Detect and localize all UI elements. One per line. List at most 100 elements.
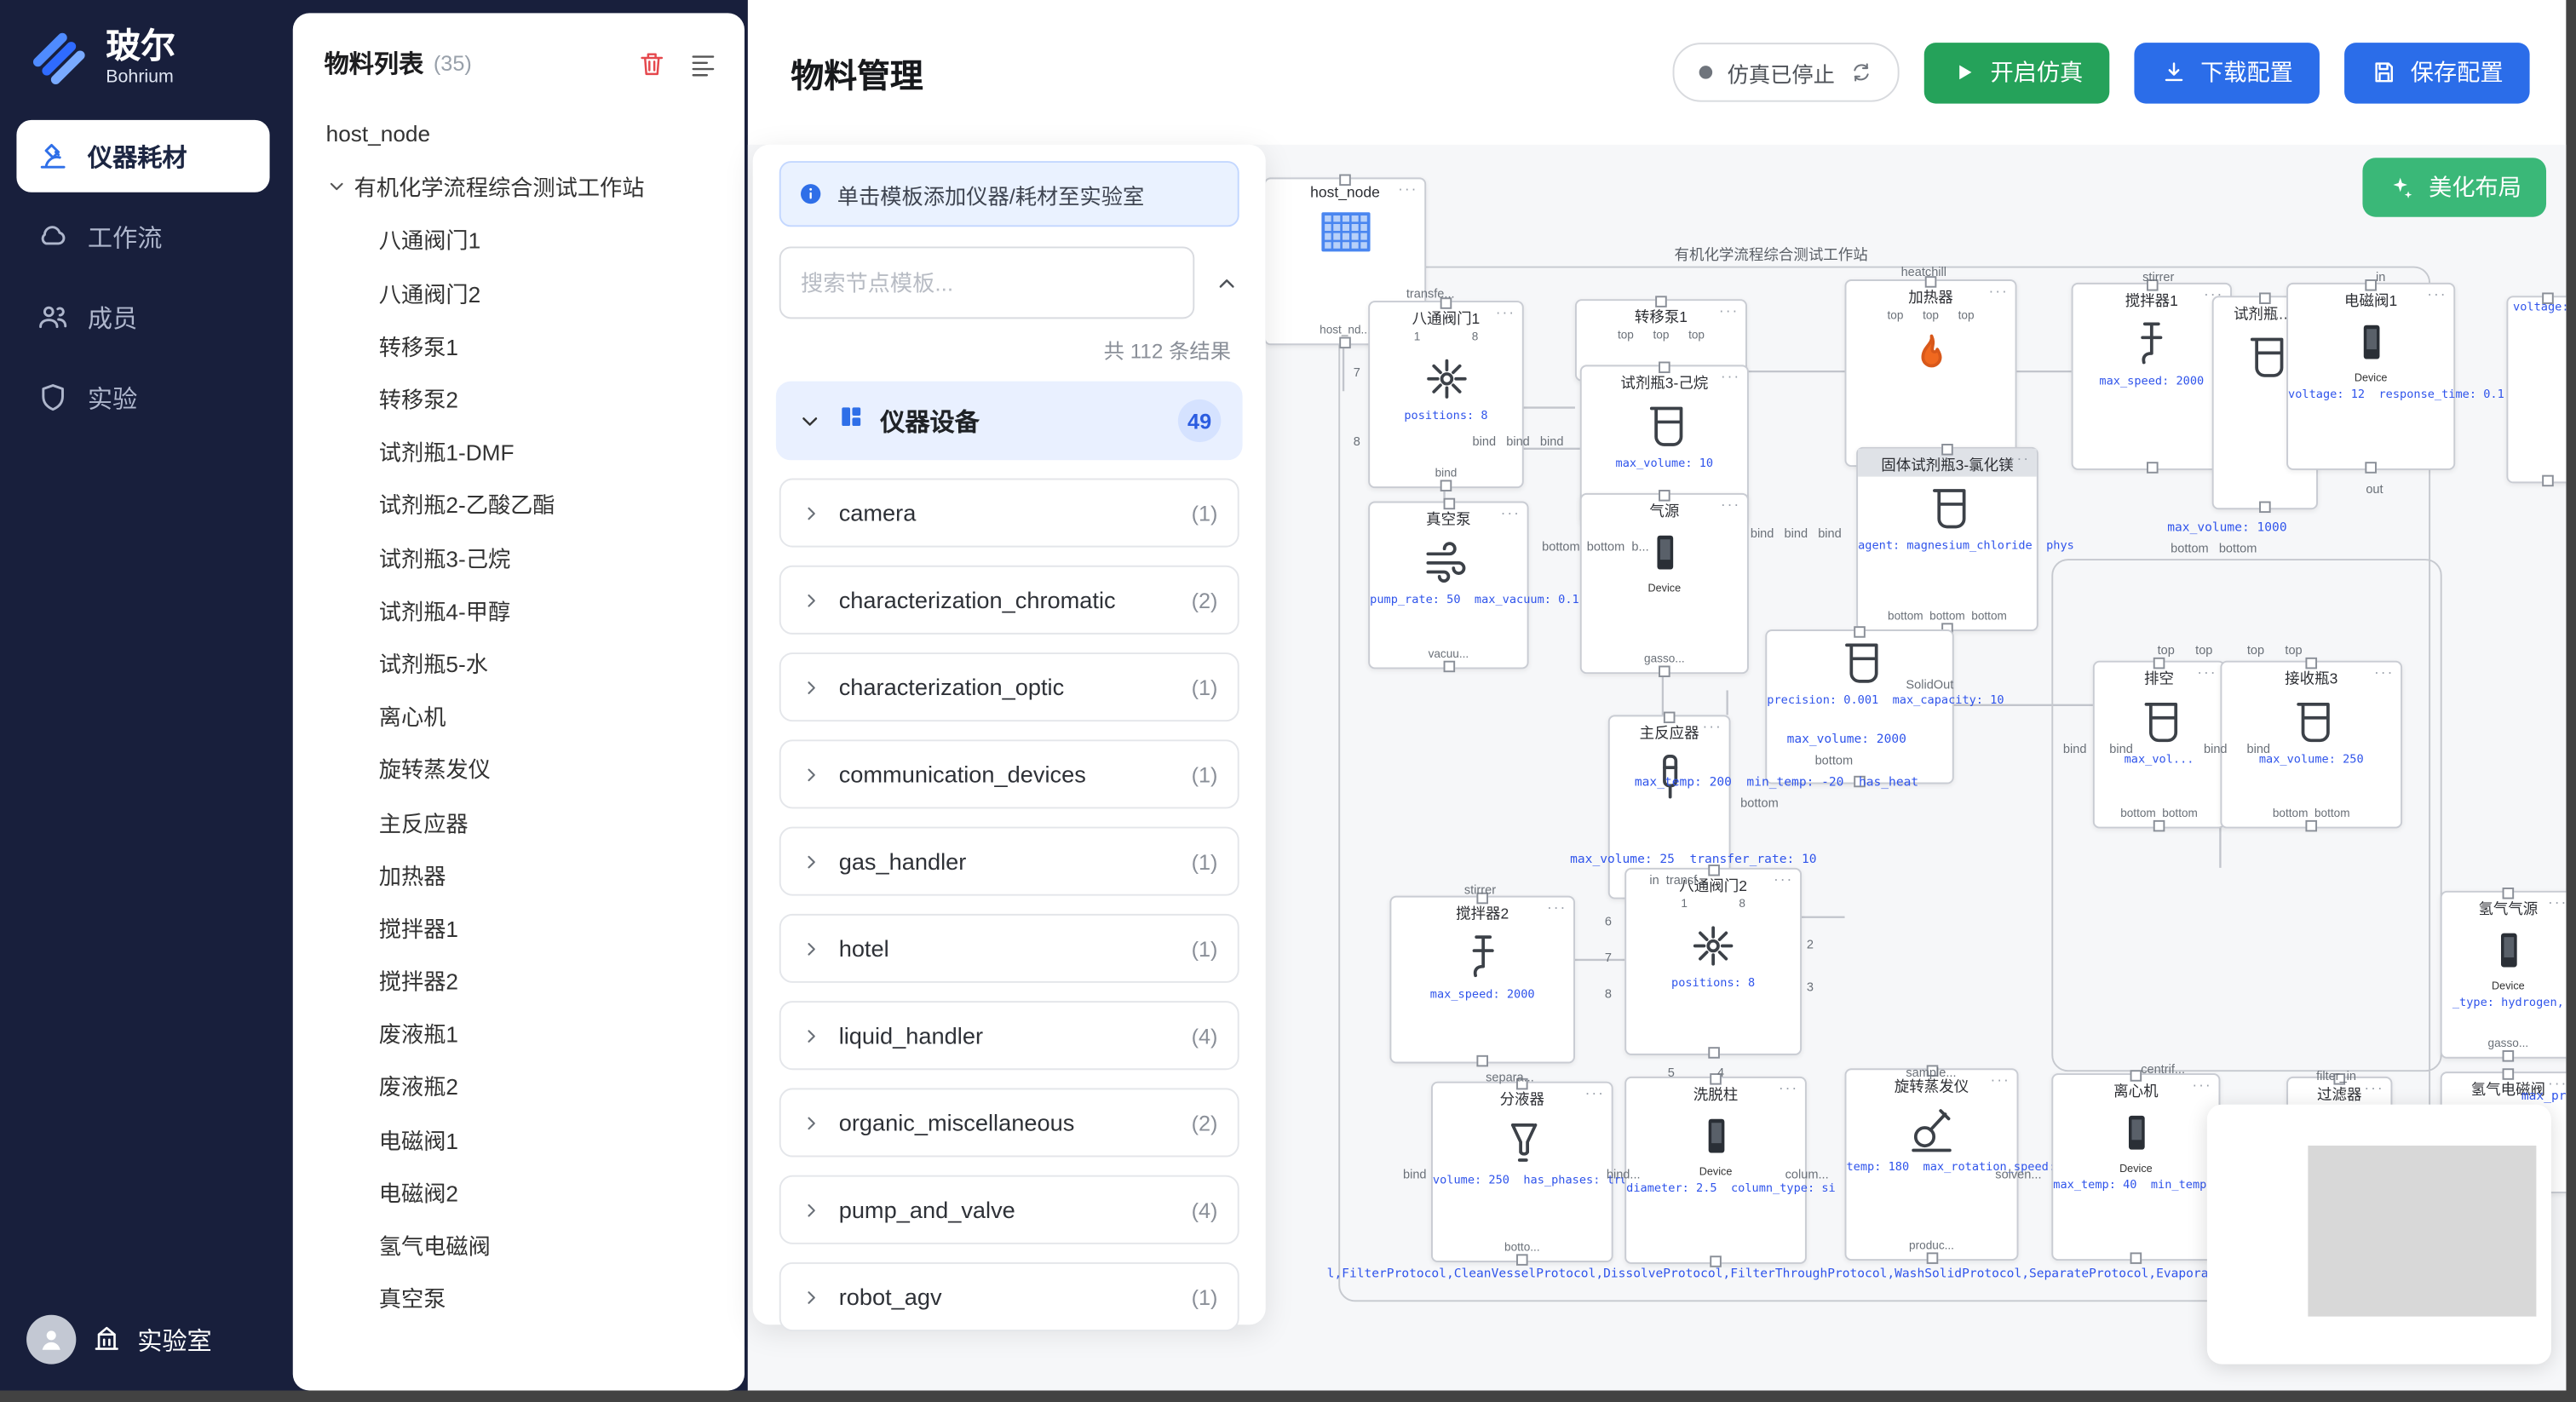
min</div>imap-viewport[interactable] — [2308, 1145, 2537, 1317]
start-simulation-button[interactable]: 开启仿真 — [1923, 42, 2110, 103]
canvas-node-edge-node[interactable]: voltage: 1 — [2506, 296, 2567, 484]
template-group-liquid_handler[interactable]: liquid_handler(4) — [779, 1001, 1239, 1071]
beautify-layout-button[interactable]: 美化布局 — [2362, 158, 2547, 217]
save-config-button[interactable]: 保存配置 — [2344, 42, 2530, 103]
more-icon[interactable]: ··· — [1495, 303, 1516, 321]
more-icon[interactable]: ··· — [1546, 899, 1567, 916]
tree-item[interactable]: 主反应器 — [293, 795, 745, 848]
canvas-node-rotavap[interactable]: 旋转蒸发仪···temp: 180 max_rotation_speed:pro… — [1844, 1068, 2056, 1261]
tree-item[interactable]: 八通阀门2 — [293, 266, 745, 319]
more-icon[interactable]: ··· — [1720, 496, 1741, 514]
sidebar-item-workflow[interactable]: 工作流 — [16, 200, 269, 273]
more-icon[interactable]: ··· — [2364, 1079, 2384, 1097]
template-group-count: (2) — [1191, 1110, 1218, 1135]
tree-item-host-node[interactable]: host_node — [293, 106, 745, 159]
template-group-pump_and_valve[interactable]: pump_and_valve(4) — [779, 1175, 1239, 1244]
canvas-node-dispenser[interactable]: precision: 0.001 max_capacity: 10 — [1765, 629, 2004, 784]
workstation-group-frame — [1338, 266, 2431, 1302]
canvas-node-vent-bottle[interactable]: 排空···max_vol...bottom bottom — [2092, 660, 2226, 829]
tree-item[interactable]: 搅拌器2 — [293, 953, 745, 1006]
tree-item[interactable]: 氢气电磁阀 — [293, 1218, 745, 1271]
tree-item[interactable]: 转移泵1 — [293, 319, 745, 371]
tree-item-label: 试剂瓶2-乙酸乙酯 — [378, 493, 555, 519]
more-icon[interactable]: ··· — [2192, 1076, 2212, 1094]
template-group-characterization_chromatic[interactable]: characterization_chromatic(2) — [779, 565, 1239, 635]
more-icon[interactable]: ··· — [1990, 1072, 2010, 1089]
canvas-node-solid-bottle-3[interactable]: 固体试剂瓶3-氯化镁···agent: magnesium_chloride p… — [1856, 446, 2074, 631]
port-label: bind... — [1606, 1167, 1641, 1182]
more-icon[interactable]: ··· — [1584, 1084, 1605, 1101]
tree-item[interactable]: 废液瓶1 — [293, 1006, 745, 1059]
template-group-organic_miscellaneous[interactable]: organic_miscellaneous(2) — [779, 1088, 1239, 1158]
more-icon[interactable]: ··· — [1720, 368, 1741, 385]
sidebar-item-experiments[interactable]: 实验 — [16, 362, 269, 434]
sidebar-item-instruments[interactable]: 仪器耗材 — [16, 119, 270, 192]
tree-item[interactable]: 转移泵2 — [293, 371, 745, 424]
delete-icon[interactable] — [637, 49, 667, 78]
category-instruments[interactable]: 仪器设备 49 — [775, 381, 1243, 461]
outline-list-icon[interactable] — [688, 49, 718, 78]
tree-item[interactable]: 试剂瓶1-DMF — [293, 424, 745, 477]
more-icon[interactable]: ··· — [2547, 1074, 2567, 1092]
h2-gas-source-icon — [2442, 925, 2567, 980]
chevron-down-icon[interactable] — [326, 175, 348, 197]
refresh-icon[interactable] — [1849, 60, 1872, 83]
download-config-button[interactable]: 下载配置 — [2134, 42, 2320, 103]
canvas-node-stirrer-1[interactable]: 搅拌器1···max_speed: 2000 — [2071, 282, 2233, 470]
template-group-hotel[interactable]: hotel(1) — [779, 913, 1239, 983]
more-icon[interactable]: ··· — [1778, 1079, 1799, 1097]
tree-item[interactable]: 试剂瓶2-乙酸乙酯 — [293, 477, 745, 530]
more-icon[interactable]: ··· — [2427, 285, 2447, 303]
more-icon[interactable]: ··· — [1398, 181, 1418, 198]
tree-item-workstation[interactable]: 有机化学流程综合测试工作站 — [293, 160, 745, 213]
tree-item[interactable]: 电磁阀1 — [293, 1112, 745, 1165]
tree-item[interactable]: 离心机 — [293, 689, 745, 742]
template-group-camera[interactable]: camera(1) — [779, 478, 1239, 548]
host-node-icon — [1266, 207, 1424, 261]
more-icon[interactable]: ··· — [1988, 282, 2009, 300]
canvas-node-stirrer-2[interactable]: 搅拌器2···max_speed: 2000 — [1389, 895, 1575, 1064]
tree-item[interactable]: 搅拌器1 — [293, 900, 745, 953]
tree-item[interactable]: 试剂瓶4-甲醇 — [293, 583, 745, 635]
sidebar-footer[interactable]: 实验室 — [0, 1314, 313, 1365]
template-group-gas_handler[interactable]: gas_handler(1) — [779, 826, 1239, 896]
tree-item[interactable]: 试剂瓶3-己烷 — [293, 530, 745, 583]
tree-item[interactable]: 真空泵 — [293, 1271, 745, 1324]
canvas-node-heater[interactable]: 加热器···top top top — [1844, 279, 2017, 468]
more-icon[interactable]: ··· — [1718, 302, 1739, 319]
valve-1-icon — [1370, 352, 1522, 406]
canvas-node-h2-gas-source[interactable]: 氢气气源···Device_type: hydrogen,gasso... — [2440, 890, 2567, 1059]
template-group-communication_devices[interactable]: communication_devices(1) — [779, 739, 1239, 809]
tree-item[interactable]: 加热器 — [293, 848, 745, 900]
sidebar-item-members[interactable]: 成员 — [16, 281, 269, 353]
more-icon[interactable]: ··· — [1774, 871, 1794, 888]
node-bottom-ports: produc... — [1909, 1241, 1954, 1253]
more-icon[interactable]: ··· — [1500, 504, 1521, 521]
template-group-label: camera — [838, 499, 917, 526]
tree-item[interactable]: 试剂瓶5-水 — [293, 636, 745, 689]
avatar[interactable] — [26, 1314, 77, 1365]
tree-item[interactable]: 电磁阀2 — [293, 1165, 745, 1218]
more-icon[interactable]: ··· — [2197, 664, 2217, 681]
tree-item[interactable]: 八通阀门1 — [293, 213, 745, 266]
simulation-status-pill[interactable]: 仿真已停止 — [1672, 43, 1900, 102]
collapse-panel-icon[interactable] — [1215, 270, 1239, 295]
more-icon[interactable]: ··· — [1702, 718, 1722, 735]
template-group-robot_agv[interactable]: robot_agv(1) — [779, 1261, 1239, 1332]
more-icon[interactable]: ··· — [2547, 893, 2567, 911]
search-input[interactable] — [779, 246, 1195, 319]
more-icon[interactable]: ··· — [2010, 450, 2031, 468]
template-group-characterization_optic[interactable]: characterization_optic(1) — [779, 652, 1239, 722]
tree-item[interactable]: 废液瓶2 — [293, 1059, 745, 1112]
tree-item[interactable]: 旋转蒸发仪 — [293, 742, 745, 795]
more-icon[interactable]: ··· — [2374, 664, 2395, 681]
